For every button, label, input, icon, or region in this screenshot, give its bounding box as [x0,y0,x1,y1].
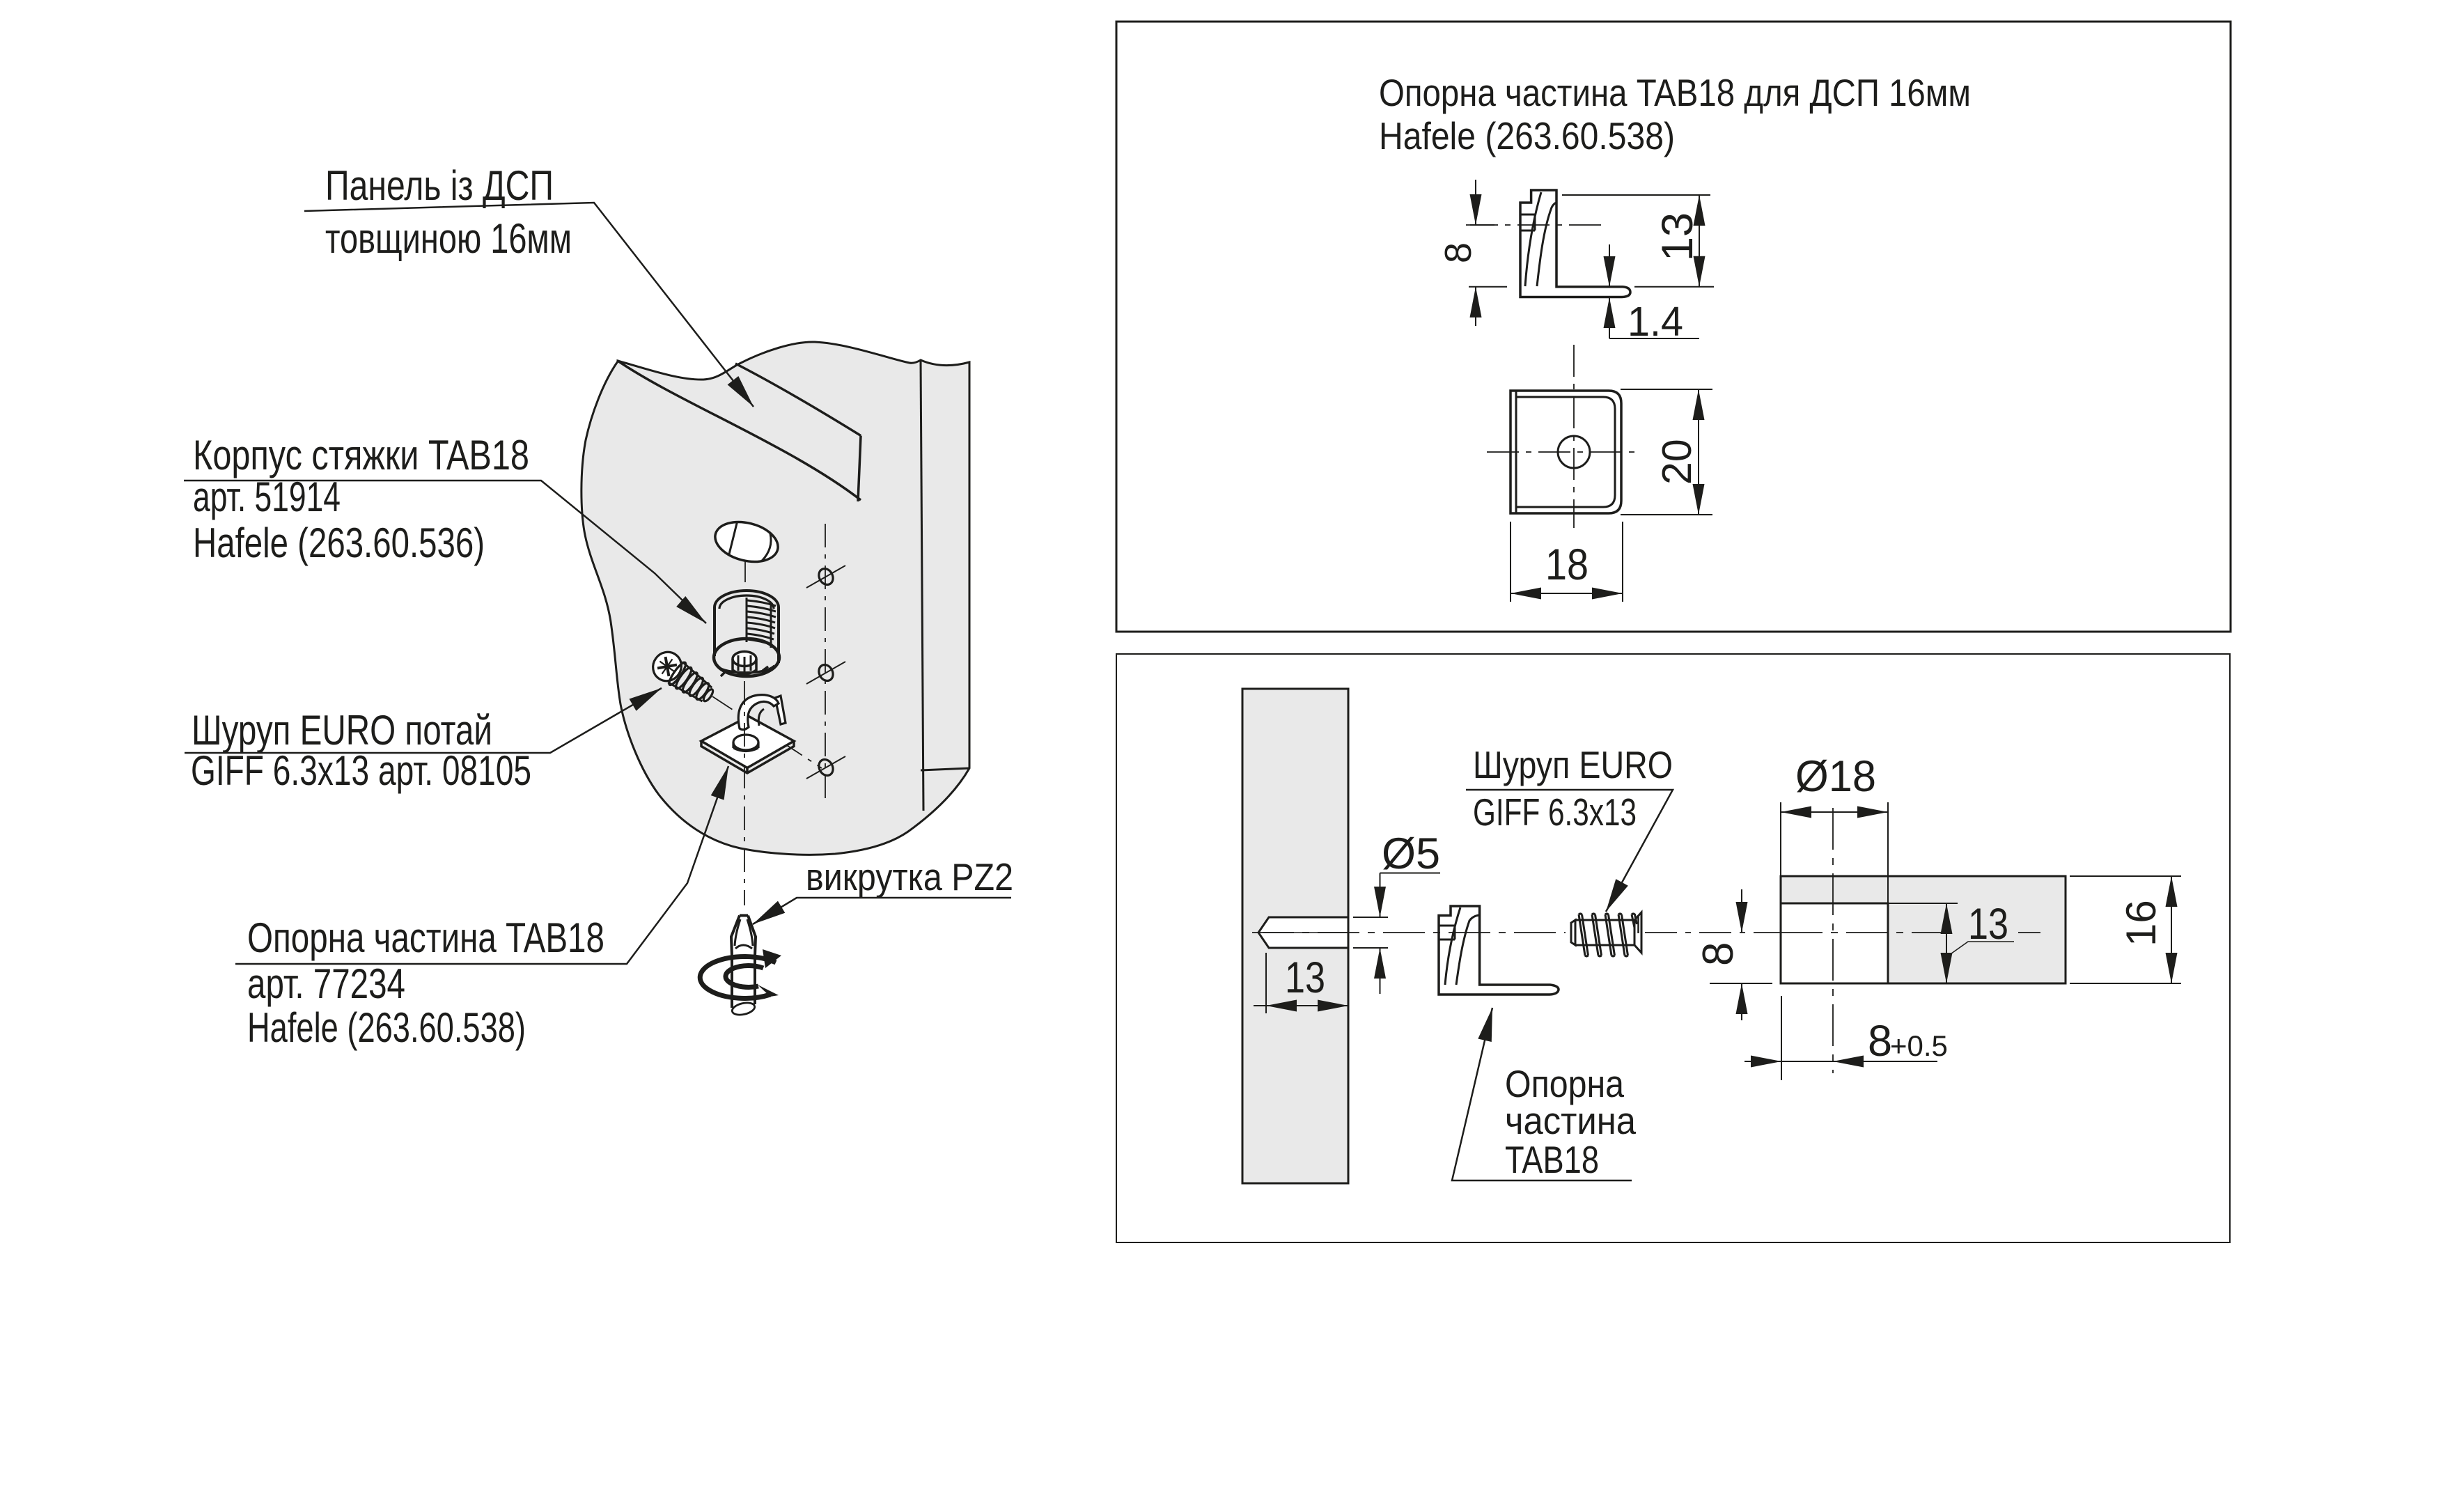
svg-text:1.4: 1.4 [1628,299,1683,345]
svg-text:GIFF 6.3x13 арт. 08105: GIFF 6.3x13 арт. 08105 [191,747,531,794]
svg-text:13: 13 [1653,212,1702,261]
svg-text:20: 20 [1654,439,1700,485]
svg-text:TAB18: TAB18 [1505,1138,1599,1181]
svg-text:13: 13 [1285,953,1325,1002]
svg-text:Корпус стяжки TAB18: Корпус стяжки TAB18 [193,432,529,478]
svg-text:арт. 77234: арт. 77234 [247,960,405,1007]
svg-text:Ø5: Ø5 [1382,829,1440,878]
svg-text:Шуруп EURO: Шуруп EURO [1473,743,1673,786]
svg-text:Hafele (263.60.538): Hafele (263.60.538) [247,1004,526,1051]
svg-text:8: 8 [1694,942,1742,966]
svg-text:викрутка PZ2: викрутка PZ2 [806,855,1013,898]
svg-text:8: 8 [1437,242,1479,263]
svg-text:частина: частина [1505,1099,1636,1142]
svg-text:13: 13 [1968,900,2008,949]
svg-text:16: 16 [2118,900,2164,946]
svg-text:Шуруп EURO потай: Шуруп EURO потай [192,707,492,754]
svg-text:товщиною 16мм: товщиною 16мм [325,215,572,262]
svg-text:Опорна частина TAB18: Опорна частина TAB18 [247,914,604,961]
svg-text:арт. 51914: арт. 51914 [193,474,341,520]
svg-text:18: 18 [1545,540,1589,589]
svg-text:Hafele (263.60.536): Hafele (263.60.536) [193,520,485,566]
svg-text:Опорна частина TAB18 для ДСП 1: Опорна частина TAB18 для ДСП 16мм [1379,71,1971,114]
svg-text:Опорна: Опорна [1505,1062,1624,1105]
svg-text:Hafele (263.60.538): Hafele (263.60.538) [1379,114,1675,157]
svg-text:Панель із ДСП: Панель із ДСП [325,162,554,209]
svg-text:GIFF 6.3x13: GIFF 6.3x13 [1473,790,1637,834]
svg-text:8: 8 [1868,1017,1892,1066]
svg-text:Ø18: Ø18 [1795,752,1876,801]
svg-text:+0.5: +0.5 [1890,1029,1948,1062]
